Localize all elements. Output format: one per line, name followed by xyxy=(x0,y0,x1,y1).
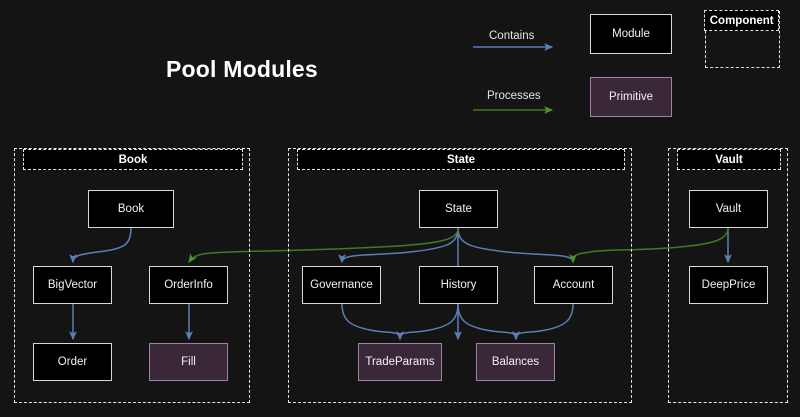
group-state: State xyxy=(288,148,632,403)
node-bigvector[interactable]: BigVector xyxy=(33,266,112,304)
node-order[interactable]: Order xyxy=(33,343,112,381)
node-book[interactable]: Book xyxy=(88,190,174,228)
legend-component-sample: Component xyxy=(704,10,780,68)
node-state[interactable]: State xyxy=(419,190,498,228)
legend-primitive-sample: Primitive xyxy=(590,77,672,117)
group-vault-label: Vault xyxy=(677,149,781,170)
node-account[interactable]: Account xyxy=(534,266,613,304)
node-governance[interactable]: Governance xyxy=(302,266,381,304)
node-history[interactable]: History xyxy=(419,266,498,304)
group-state-label: State xyxy=(297,149,625,170)
legend-module-sample: Module xyxy=(590,14,672,54)
node-orderinfo[interactable]: OrderInfo xyxy=(149,266,228,304)
legend-contains-label: Contains xyxy=(489,30,535,42)
node-fill[interactable]: Fill xyxy=(149,343,228,381)
group-vault: Vault xyxy=(668,148,788,403)
group-book-label: Book xyxy=(23,149,243,170)
page-title: Pool Modules xyxy=(166,56,318,82)
legend-component-label: Component xyxy=(704,10,780,32)
node-vault[interactable]: Vault xyxy=(689,190,768,228)
group-book: Book xyxy=(14,148,250,403)
legend-processes-label: Processes xyxy=(487,90,541,102)
node-tradeparams[interactable]: TradeParams xyxy=(358,343,442,381)
node-deepprice[interactable]: DeepPrice xyxy=(689,266,768,304)
node-balances[interactable]: Balances xyxy=(476,343,555,381)
